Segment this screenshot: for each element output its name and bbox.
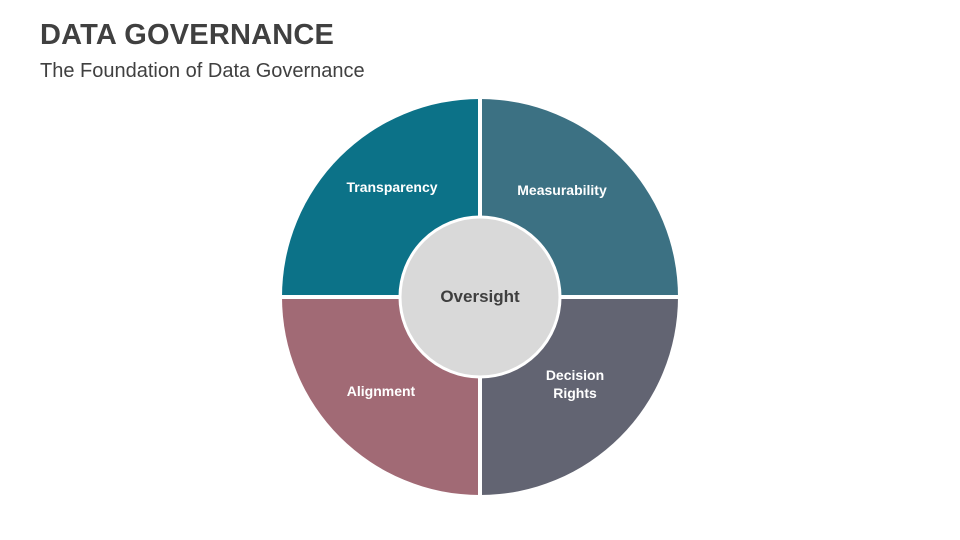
wheel-svg — [280, 97, 680, 497]
slide-header: DATA GOVERNANCE The Foundation of Data G… — [40, 18, 365, 83]
page-subtitle: The Foundation of Data Governance — [40, 59, 365, 82]
quadrant-label-decision-rights: Decision Rights — [545, 366, 605, 401]
page-title: DATA GOVERNANCE — [40, 19, 335, 51]
quadrant-label-transparency: Transparency — [346, 178, 438, 195]
center-hub-label: Oversight — [440, 287, 520, 306]
quadrant-label-measurability: Measurability — [517, 181, 607, 198]
quadrant-label-alignment: Alignment — [346, 382, 416, 399]
center-hub-circle — [398, 215, 562, 379]
foundation-wheel-diagram: Transparency Measurability Alignment Dec… — [280, 97, 680, 497]
